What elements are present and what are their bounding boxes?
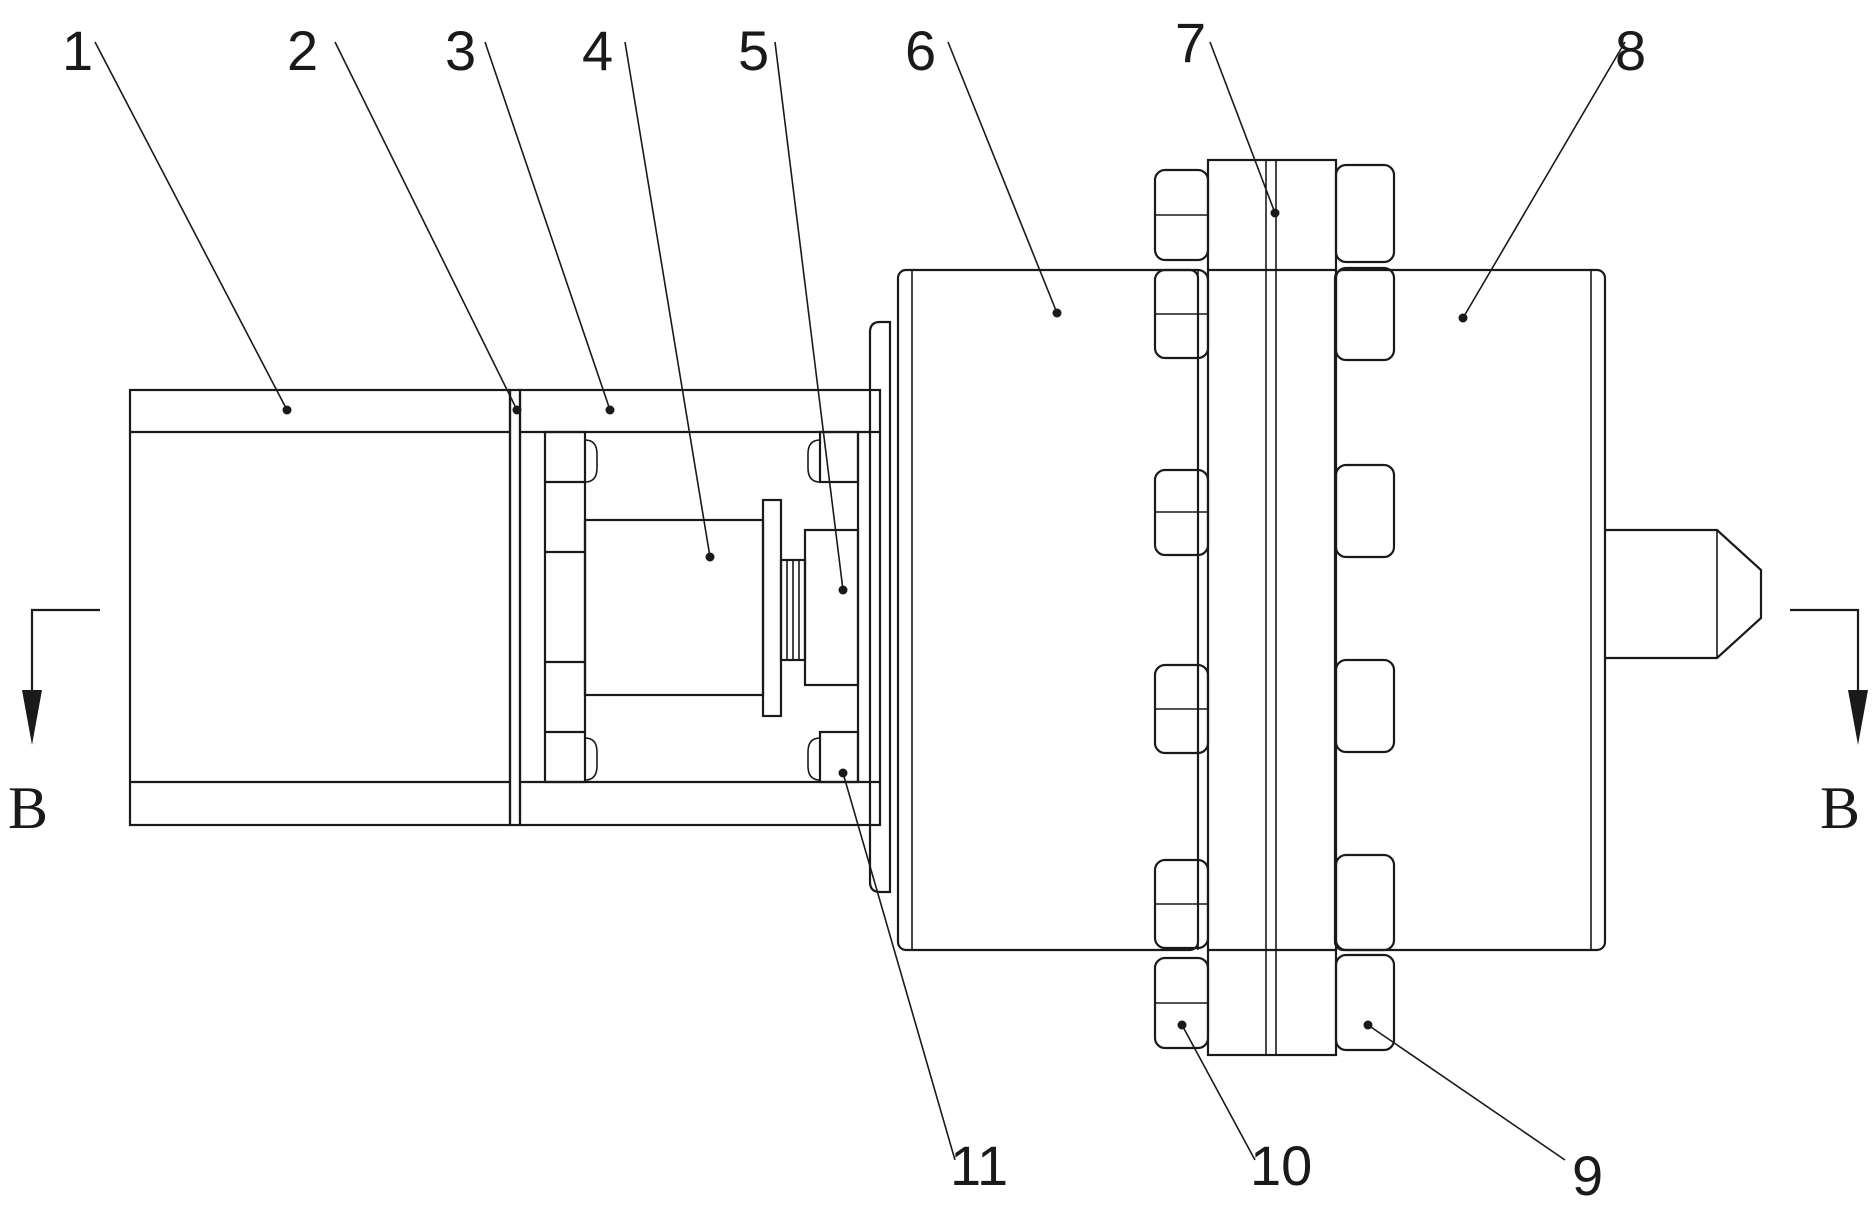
housing-part-1 [130,390,510,825]
callout-6: 6 [905,19,936,82]
callout-7: 7 [1175,11,1206,74]
callout-11: 11 [950,1134,1008,1197]
body-part-8 [1335,270,1605,950]
divider-plate-part-2 [510,390,520,825]
nozzle-tip [1605,530,1761,658]
bolts-part-9 [1336,165,1394,1050]
callout-5: 5 [738,19,769,82]
leader-dots [283,209,1468,1030]
flange-part-7 [1198,160,1336,1055]
section-marker-right [1790,610,1868,745]
section-label-left: B [8,775,48,841]
callout-3: 3 [445,19,476,82]
nuts-part-10 [1155,170,1208,1048]
section-label-right: B [1820,775,1860,841]
callout-10: 10 [1250,1134,1312,1197]
callout-9: 9 [1572,1144,1603,1207]
section-marker-left [22,610,100,745]
callout-1: 1 [62,19,93,82]
motor-part-4 [585,500,805,716]
callout-4: 4 [582,19,613,82]
callout-2: 2 [287,19,318,82]
leader-lines [95,42,1625,1160]
block-part-5 [805,530,858,685]
body-part-6 [898,270,1198,950]
callout-8: 8 [1615,19,1646,82]
